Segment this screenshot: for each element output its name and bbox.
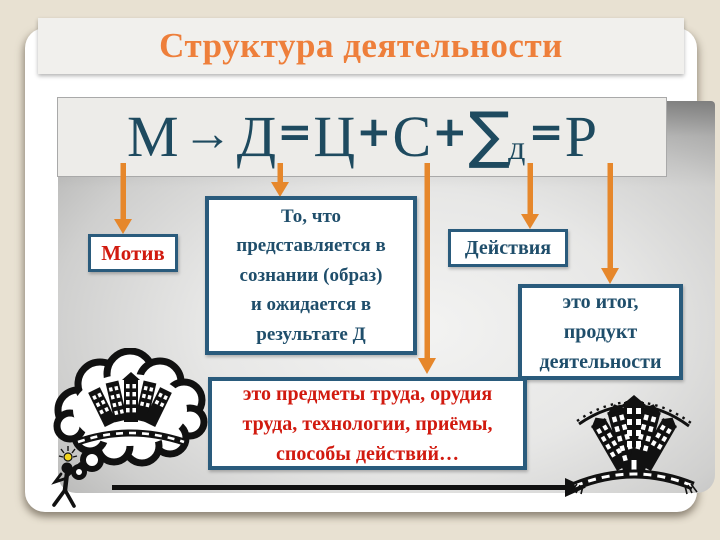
formula-s: С: [392, 104, 432, 169]
actions-box: Действия: [448, 229, 568, 267]
goal-line: представляется в: [236, 235, 386, 257]
goal-line: результате Д: [256, 323, 366, 345]
motive-box: Мотив: [88, 234, 178, 272]
equals-sign: =: [528, 107, 564, 156]
motive-label: Мотив: [101, 240, 165, 265]
goal-box: То, что представляется в сознании (образ…: [205, 196, 417, 355]
means-box: это предметы труда, орудия труда, технол…: [208, 377, 527, 470]
result-line: это итог,: [562, 291, 639, 313]
formula-box: М → Д = Ц + С + ∑ д = Р: [57, 97, 667, 177]
formula-c: Ц: [313, 104, 356, 169]
goal-line: и ожидается в: [250, 294, 372, 316]
result-box: это итог, продукт деятельности: [518, 284, 683, 380]
means-line: способы действий…: [276, 442, 459, 465]
thought-cloud-city-icon: [51, 348, 208, 508]
goal-line: сознании (образ): [239, 264, 383, 286]
means-line: труда, технологии, приёмы,: [242, 412, 493, 435]
actions-label: Действия: [464, 236, 552, 259]
goal-line: То, что: [280, 205, 342, 227]
sigma-icon: ∑: [468, 98, 511, 171]
formula-r: Р: [564, 104, 597, 169]
equals-sign: =: [277, 107, 313, 156]
page-title: Структура деятельности: [159, 26, 563, 65]
right-arrow-glyph: →: [182, 105, 233, 161]
plus-sign: +: [356, 107, 392, 156]
means-line: это предметы труда, орудия: [242, 382, 493, 405]
title-bar: Структура деятельности: [38, 18, 684, 74]
plus-sign: +: [432, 107, 468, 156]
result-line: деятельности: [539, 351, 662, 373]
idea-person-icon: [51, 446, 82, 508]
formula-d: Д: [236, 104, 277, 169]
city-buildings-icon: [570, 395, 698, 495]
formula-m: М: [127, 104, 179, 169]
formula-sub-d: д: [508, 130, 526, 167]
result-line: продукт: [563, 321, 638, 343]
